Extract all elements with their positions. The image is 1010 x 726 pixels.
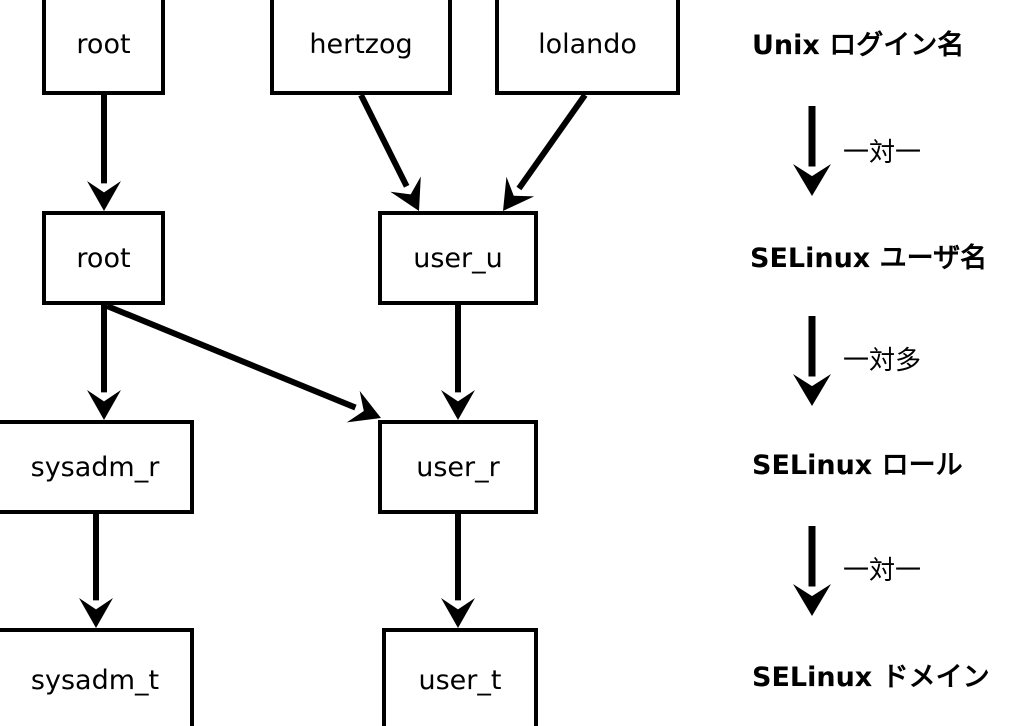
node-box-sysadm_t[interactable]: sysadm_t [0,628,194,726]
legend-arrow-user-to-role [793,316,831,406]
node-label-user_r: user_r [416,451,500,483]
edge-root_seuser-to-user_r [105,303,381,423]
node-label-lolando: lolando [538,29,637,60]
node-label-hertzog: hertzog [309,29,413,60]
node-box-sysadm_r[interactable]: sysadm_r [0,420,194,514]
edge-lolando-to-user_u [503,93,588,211]
node-label-sysadm_t: sysadm_t [30,664,160,696]
node-label-root_login: root [76,29,131,60]
legend-arrow-label-role-to-domain: 一対一 [843,556,922,586]
node-label-root_seuser: root [76,242,131,274]
edge-root_seuser-to-sysadm_r [87,305,121,420]
edge-sysadm_r-to-sysadm_t [79,514,113,628]
legend-arrow-login-to-user [793,106,831,196]
legend-level-selinux-user: SELinux ユーザ名 [750,243,988,274]
legend-arrow-label-login-to-user: 一対一 [843,138,922,168]
node-box-user_t[interactable]: user_t [382,628,538,726]
edge-user_u-to-user_r [441,305,475,420]
legend-arrow-role-to-domain [793,526,831,616]
legend-level-unix-login: Unix ログイン名 [752,30,965,61]
edge-root_login-to-root_seuser [87,95,121,211]
node-box-lolando[interactable]: lolando [495,0,680,95]
edge-user_r-to-user_t [441,514,475,628]
node-box-user_r[interactable]: user_r [378,420,538,514]
node-label-sysadm_r: sysadm_r [30,451,160,483]
edge-hertzog-to-user_u [358,93,421,211]
legend-level-selinux-domain: SELinux ドメイン [752,662,990,693]
node-box-user_u[interactable]: user_u [378,211,538,305]
node-label-user_t: user_t [418,664,502,696]
node-box-hertzog[interactable]: hertzog [270,0,452,95]
node-box-root_login[interactable]: root [42,0,165,95]
node-label-user_u: user_u [413,242,503,274]
node-box-root_seuser[interactable]: root [42,211,165,305]
legend-level-selinux-role: SELinux ロール [752,450,963,481]
legend-arrow-label-user-to-role: 一対多 [843,346,922,376]
